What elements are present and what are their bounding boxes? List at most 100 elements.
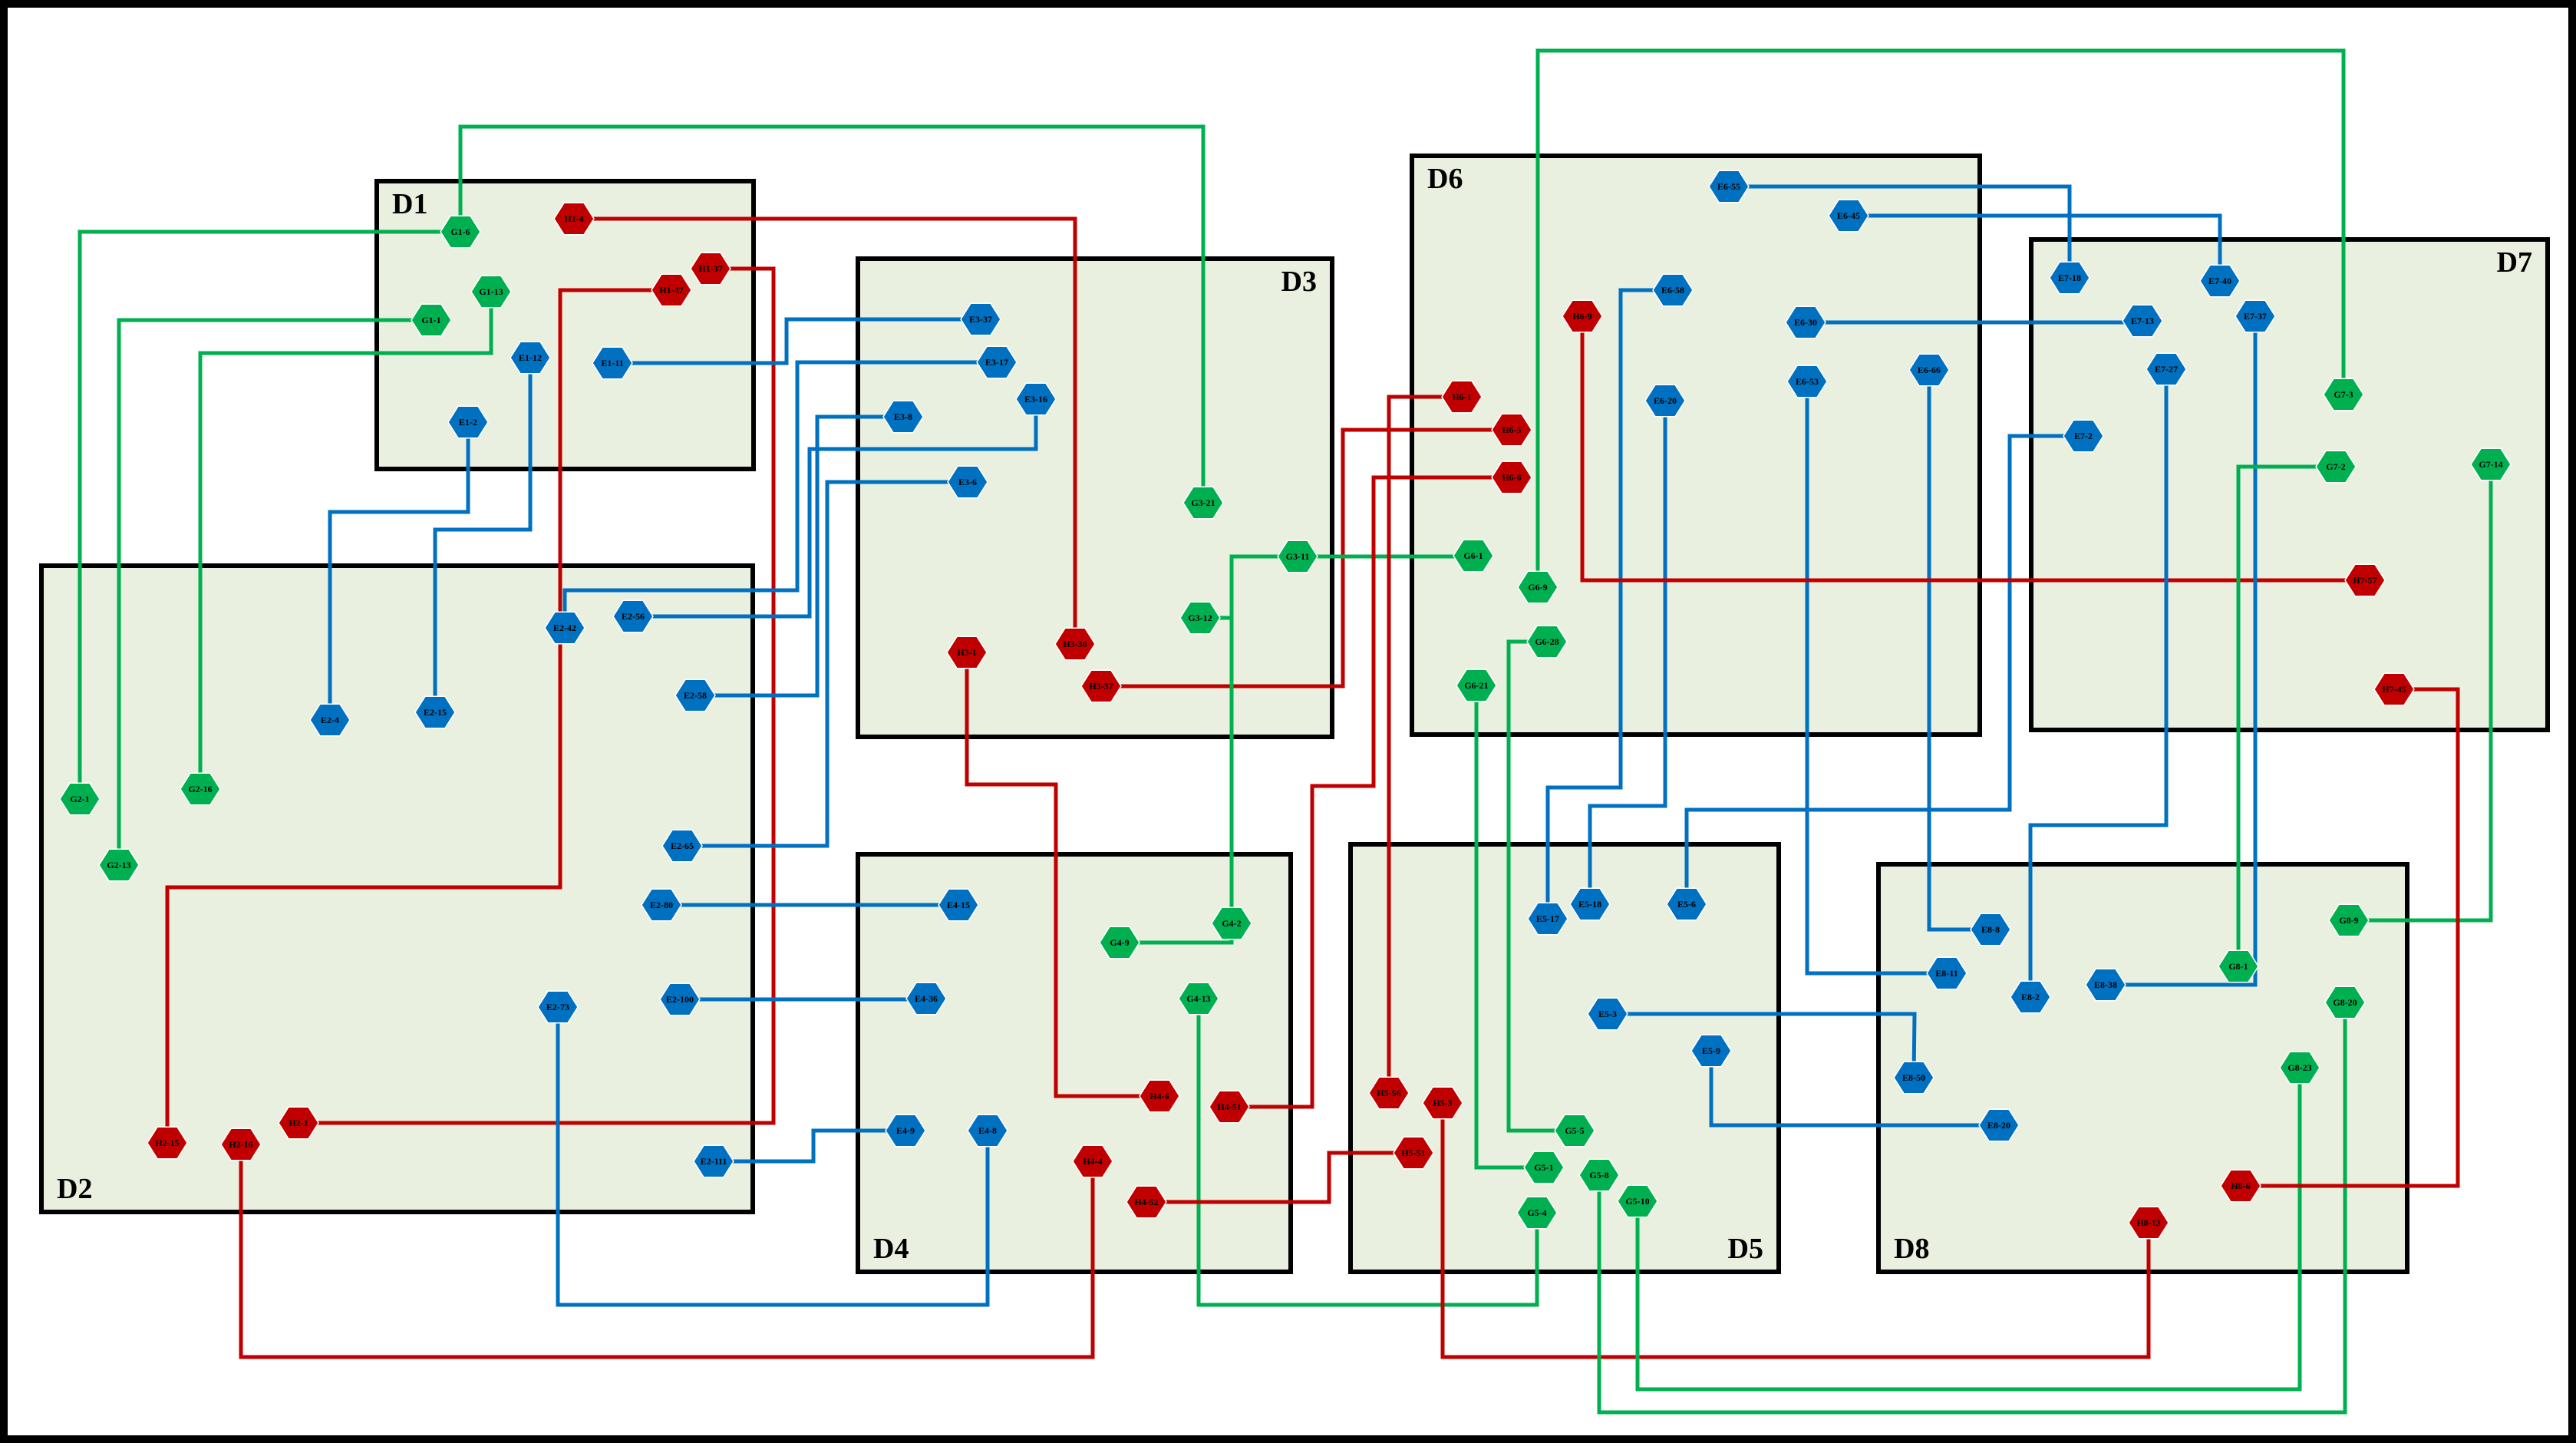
node-g5-8[interactable]: G5-8 bbox=[1578, 1158, 1620, 1192]
node-label: E3-6 bbox=[958, 477, 977, 487]
node-e3-8[interactable]: E3-8 bbox=[882, 400, 924, 434]
node-h8-13[interactable]: H8-13 bbox=[2128, 1206, 2169, 1240]
node-h7-45[interactable]: H7-45 bbox=[2373, 672, 2415, 706]
node-e7-40[interactable]: E7-40 bbox=[2199, 264, 2241, 298]
node-g3-21[interactable]: G3-21 bbox=[1182, 486, 1224, 520]
node-g7-14[interactable]: G7-14 bbox=[2470, 447, 2512, 481]
node-e4-8[interactable]: E4-8 bbox=[967, 1114, 1008, 1147]
node-e8-20[interactable]: E8-20 bbox=[1978, 1108, 2020, 1142]
node-e5-18[interactable]: E5-18 bbox=[1569, 887, 1611, 921]
node-e2-42[interactable]: E2-42 bbox=[544, 611, 585, 645]
node-h2-15[interactable]: H2-15 bbox=[147, 1126, 188, 1160]
node-e8-8[interactable]: E8-8 bbox=[1970, 913, 2011, 946]
node-label: E3-16 bbox=[1024, 394, 1047, 405]
node-g6-9[interactable]: G6-9 bbox=[1517, 570, 1558, 604]
node-e2-111[interactable]: E2-111 bbox=[693, 1144, 734, 1178]
node-g3-12[interactable]: G3-12 bbox=[1179, 601, 1221, 635]
node-h2-1[interactable]: H2-1 bbox=[278, 1106, 319, 1140]
node-g3-11[interactable]: G3-11 bbox=[1277, 540, 1318, 573]
node-e2-15[interactable]: E2-15 bbox=[414, 695, 456, 729]
node-h1-37[interactable]: H1-37 bbox=[690, 252, 731, 286]
node-h6-1[interactable]: H6-1 bbox=[1441, 380, 1483, 414]
node-h4-6[interactable]: H4-6 bbox=[1139, 1079, 1180, 1113]
node-e8-38[interactable]: E8-38 bbox=[2085, 968, 2126, 1002]
node-h6-5[interactable]: H6-5 bbox=[1491, 413, 1532, 447]
node-h4-51[interactable]: H4-51 bbox=[1209, 1090, 1250, 1124]
node-h1-47[interactable]: H1-47 bbox=[651, 273, 692, 307]
node-e3-6[interactable]: E3-6 bbox=[947, 465, 988, 499]
node-e8-50[interactable]: E8-50 bbox=[1893, 1061, 1934, 1095]
node-g8-23[interactable]: G8-23 bbox=[2279, 1051, 2320, 1085]
node-e4-36[interactable]: E4-36 bbox=[905, 982, 947, 1015]
node-e6-58[interactable]: E6-58 bbox=[1652, 273, 1694, 307]
node-e7-13[interactable]: E7-13 bbox=[2122, 304, 2163, 338]
node-e1-11[interactable]: E1-11 bbox=[592, 346, 633, 380]
node-e4-9[interactable]: E4-9 bbox=[885, 1114, 926, 1147]
node-e2-58[interactable]: E2-58 bbox=[675, 679, 716, 712]
node-h5-3[interactable]: H5-3 bbox=[1422, 1086, 1463, 1120]
node-e3-37[interactable]: E3-37 bbox=[960, 302, 1001, 336]
node-g2-16[interactable]: G2-16 bbox=[180, 772, 221, 806]
node-h5-56[interactable]: H5-56 bbox=[1368, 1076, 1410, 1110]
node-e2-100[interactable]: E2-100 bbox=[659, 982, 701, 1016]
node-e6-30[interactable]: E6-30 bbox=[1785, 305, 1826, 339]
node-e2-4[interactable]: E2-4 bbox=[309, 703, 351, 737]
node-g1-13[interactable]: G1-13 bbox=[470, 275, 512, 309]
node-g5-4[interactable]: G5-4 bbox=[1516, 1196, 1558, 1230]
node-e6-20[interactable]: E6-20 bbox=[1644, 384, 1686, 418]
node-e7-2[interactable]: E7-2 bbox=[2063, 419, 2104, 453]
node-e5-9[interactable]: E5-9 bbox=[1690, 1034, 1732, 1068]
node-g2-13[interactable]: G2-13 bbox=[98, 848, 140, 882]
node-h6-9[interactable]: H6-9 bbox=[1562, 299, 1603, 333]
node-g8-9[interactable]: G8-9 bbox=[2328, 903, 2370, 937]
node-e5-6[interactable]: E5-6 bbox=[1666, 887, 1707, 921]
node-h7-57[interactable]: H7-57 bbox=[2344, 563, 2386, 597]
node-g7-3[interactable]: G7-3 bbox=[2323, 378, 2364, 411]
node-e5-3[interactable]: E5-3 bbox=[1587, 997, 1628, 1031]
node-e1-2[interactable]: E1-2 bbox=[447, 405, 489, 439]
node-g4-2[interactable]: G4-2 bbox=[1211, 906, 1252, 940]
node-e3-17[interactable]: E3-17 bbox=[976, 345, 1018, 379]
node-e2-56[interactable]: E2-56 bbox=[612, 599, 654, 633]
node-g8-1[interactable]: G8-1 bbox=[2218, 949, 2259, 983]
node-h2-16[interactable]: H2-16 bbox=[220, 1128, 262, 1161]
node-h3-36[interactable]: H3-36 bbox=[1054, 627, 1096, 661]
node-e7-27[interactable]: E7-27 bbox=[2146, 352, 2187, 386]
node-h8-6[interactable]: H8-6 bbox=[2220, 1169, 2261, 1203]
node-g2-1[interactable]: G2-1 bbox=[59, 782, 101, 816]
node-g6-21[interactable]: G6-21 bbox=[1456, 669, 1497, 702]
node-e2-65[interactable]: E2-65 bbox=[661, 829, 703, 863]
node-g7-2[interactable]: G7-2 bbox=[2315, 450, 2357, 484]
node-e6-53[interactable]: E6-53 bbox=[1786, 365, 1828, 398]
node-g6-28[interactable]: G6-28 bbox=[1526, 625, 1568, 659]
node-h5-51[interactable]: H5-51 bbox=[1393, 1136, 1434, 1170]
node-g1-6[interactable]: G1-6 bbox=[440, 215, 481, 249]
node-h4-52[interactable]: H4-52 bbox=[1126, 1185, 1167, 1219]
node-g6-1[interactable]: G6-1 bbox=[1453, 539, 1494, 573]
node-g5-10[interactable]: G5-10 bbox=[1617, 1184, 1658, 1218]
node-h1-4[interactable]: H1-4 bbox=[553, 202, 595, 236]
node-e7-18[interactable]: E7-18 bbox=[2049, 261, 2090, 295]
node-e8-11[interactable]: E8-11 bbox=[1926, 956, 1967, 990]
node-e2-80[interactable]: E2-80 bbox=[641, 888, 682, 922]
node-g5-5[interactable]: G5-5 bbox=[1554, 1114, 1595, 1147]
node-g5-1[interactable]: G5-1 bbox=[1523, 1151, 1565, 1184]
node-e1-12[interactable]: E1-12 bbox=[510, 341, 551, 375]
node-g4-13[interactable]: G4-13 bbox=[1178, 982, 1219, 1015]
node-g1-1[interactable]: G1-1 bbox=[411, 303, 452, 337]
node-g4-9[interactable]: G4-9 bbox=[1099, 926, 1140, 959]
node-e7-37[interactable]: E7-37 bbox=[2235, 299, 2276, 333]
node-e4-15[interactable]: E4-15 bbox=[938, 888, 979, 922]
node-e3-16[interactable]: E3-16 bbox=[1015, 382, 1057, 416]
node-g8-20[interactable]: G8-20 bbox=[2324, 986, 2366, 1019]
node-h4-4[interactable]: H4-4 bbox=[1072, 1144, 1113, 1178]
node-h3-1[interactable]: H3-1 bbox=[946, 636, 988, 669]
node-e5-17[interactable]: E5-17 bbox=[1527, 902, 1568, 936]
node-e6-45[interactable]: E6-45 bbox=[1828, 199, 1869, 233]
node-e6-55[interactable]: E6-55 bbox=[1708, 170, 1750, 203]
node-h6-6[interactable]: H6-6 bbox=[1491, 461, 1532, 494]
node-e2-73[interactable]: E2-73 bbox=[537, 990, 579, 1024]
node-e8-2[interactable]: E8-2 bbox=[2010, 980, 2051, 1014]
node-e6-66[interactable]: E6-66 bbox=[1908, 353, 1950, 387]
node-h3-37[interactable]: H3-37 bbox=[1080, 669, 1122, 703]
